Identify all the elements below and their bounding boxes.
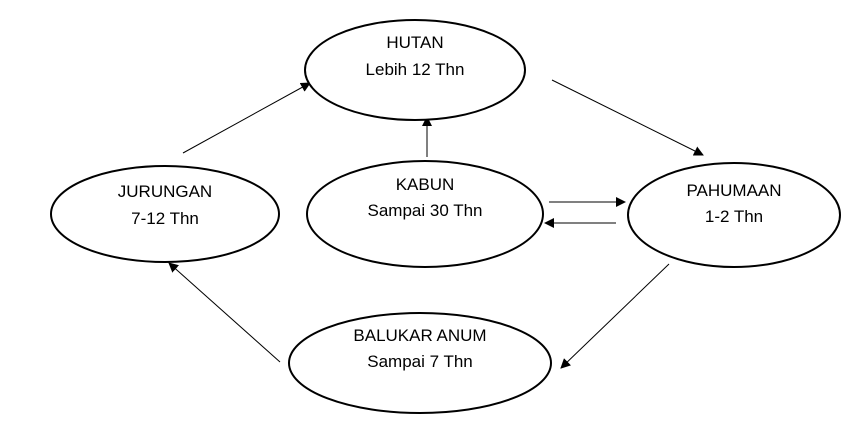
node-pahumaan-duration: 1-2 Thn [705,207,763,226]
node-hutan-duration: Lebih 12 Thn [366,60,465,79]
node-jurungan: JURUNGAN 7-12 Thn [50,165,280,263]
node-hutan: HUTAN Lebih 12 Thn [304,19,526,121]
node-jurungan-name: JURUNGAN [118,182,212,201]
arrow-jurungan-to-hutan [182,82,311,154]
node-balukar-name: BALUKAR ANUM [353,326,486,345]
node-kabun-duration: Sampai 30 Thn [368,201,483,220]
arrow-balukar-to-jurungan [168,262,281,363]
node-jurungan-duration: 7-12 Thn [131,209,199,228]
node-pahumaan-name: PAHUMAAN [686,181,781,200]
arrow-pahumaan-to-balukar [560,263,670,369]
arrow-hutan-to-pahumaan [551,79,704,156]
node-kabun: KABUN Sampai 30 Thn [306,160,544,268]
node-kabun-name: KABUN [396,175,455,194]
node-pahumaan: PAHUMAAN 1-2 Thn [627,162,841,268]
node-balukar-duration: Sampai 7 Thn [367,352,473,371]
node-balukar-anum: BALUKAR ANUM Sampai 7 Thn [288,312,552,414]
node-hutan-name: HUTAN [386,33,443,52]
